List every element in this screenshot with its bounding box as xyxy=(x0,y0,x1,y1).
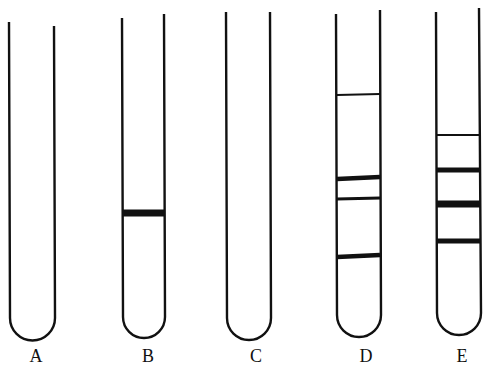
tube-d xyxy=(336,10,381,337)
band xyxy=(437,239,480,244)
tube-label: B xyxy=(142,347,154,365)
band xyxy=(337,198,380,199)
band xyxy=(123,210,164,217)
bands xyxy=(123,94,480,257)
tube-c xyxy=(226,12,271,340)
band xyxy=(337,177,380,179)
tube-label: D xyxy=(360,347,373,365)
band xyxy=(437,134,480,136)
band xyxy=(337,255,380,257)
tube-e xyxy=(436,8,481,335)
band xyxy=(437,168,480,173)
band xyxy=(437,201,480,208)
band xyxy=(337,94,380,95)
tube-a xyxy=(9,22,55,341)
tube-label: C xyxy=(250,347,262,365)
tube-label: A xyxy=(30,347,43,365)
tube-b xyxy=(122,14,165,338)
tube-label: E xyxy=(457,347,468,365)
